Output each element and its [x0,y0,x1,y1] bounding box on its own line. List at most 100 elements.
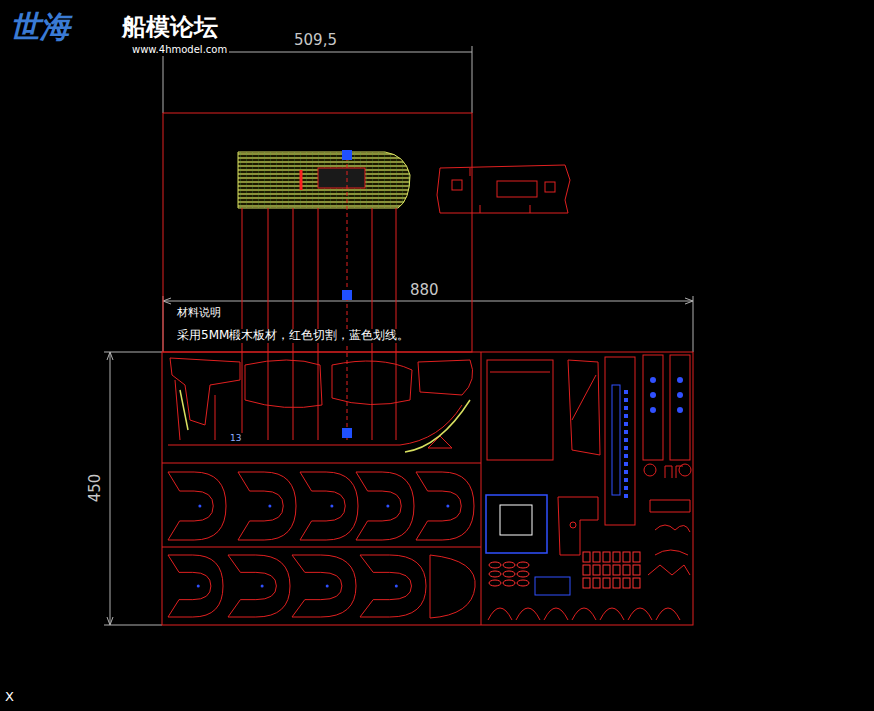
centre-line [342,290,352,300]
mark-square [624,422,628,426]
small-part [503,580,515,586]
dimension-lines [685,298,693,304]
deck-plan [238,152,410,208]
dimension-lines [104,352,162,353]
small-parts [605,357,635,525]
hull-frame [292,555,356,617]
hull-frame [168,472,475,618]
watermark: 船模论坛 [120,14,220,42]
arch-part [516,608,540,620]
blue-plate [535,577,570,595]
centre-line [342,150,352,440]
hull-parts [245,360,322,408]
centre-line [342,150,352,160]
hull-frame [416,472,474,540]
axis-mark: X [3,690,16,705]
dimension-lines [104,625,162,626]
small-part [623,578,630,588]
small-parts [655,525,690,532]
hull-parts [215,395,216,440]
station-lines [372,208,373,440]
dimension: 509,5 [292,32,339,49]
watermark-url: www.4hmodel.com [130,44,229,56]
mark-square [624,454,628,458]
small-part [517,562,529,568]
hull-parts [332,361,412,405]
small-part [517,571,529,577]
hull-parts [418,360,473,395]
small-part [623,552,630,562]
deck-piece [437,165,570,213]
small-parts [644,464,656,476]
small-part [613,565,620,575]
cad-drawing [583,552,640,588]
small-part [489,580,501,586]
small-part [503,562,515,568]
mark-square [624,406,628,410]
dimension-lines [107,352,113,360]
logo-mark: 世海 [8,10,72,45]
small-parts [558,497,598,555]
small-parts [487,355,691,575]
small-parts [643,355,663,460]
sheet-outline [481,352,482,625]
small-parts [665,466,683,478]
arch-part [628,608,652,620]
small-parts [572,375,596,420]
hole-mark [386,505,389,508]
mark-dot [650,392,656,398]
small-part [489,571,501,577]
deck-plan [238,152,410,208]
hole-mark [261,585,264,588]
small-parts [650,500,690,512]
deck-piece [497,181,537,197]
sheet-outline [162,352,693,625]
small-part [603,565,610,575]
mark-square [624,462,628,466]
cad-drawing [624,390,628,498]
mark-square [624,478,628,482]
sheet-outline [162,352,693,625]
mark-square [624,430,628,434]
mark-dot [677,407,683,413]
mark-square [624,486,628,490]
small-part [583,578,590,588]
keel-curve [180,390,470,452]
arch-part [656,608,680,620]
hole-mark [197,585,200,588]
small-parts [490,372,550,373]
small-part [583,565,590,575]
small-parts [487,360,553,460]
station-lines [293,208,294,440]
small-part [613,578,620,588]
mark-square [624,446,628,450]
hole-mark [268,505,271,508]
callout-number: 13 [228,433,243,443]
deck-piece [452,180,462,190]
cad-drawing [650,377,683,413]
mark-dot [677,377,683,383]
mark-square [624,414,628,418]
small-part [633,552,640,562]
hole-mark [395,585,398,588]
mark-dot [650,407,656,413]
dimension: 880 [408,282,441,299]
station-lines [242,208,243,440]
deck-piece [530,205,531,213]
dimension-lines [163,46,164,113]
mark-square [624,494,628,498]
small-part [593,578,600,588]
dimension-lines [693,296,694,352]
small-part [489,562,501,568]
small-parts [570,522,576,528]
hull-frame [430,555,475,618]
hull-parts [168,405,462,445]
deck-piece [470,168,471,176]
deck-piece [480,205,481,213]
station-lines [396,208,397,440]
small-parts [568,360,600,455]
station-lines [242,208,396,440]
blue-plate [500,505,532,535]
